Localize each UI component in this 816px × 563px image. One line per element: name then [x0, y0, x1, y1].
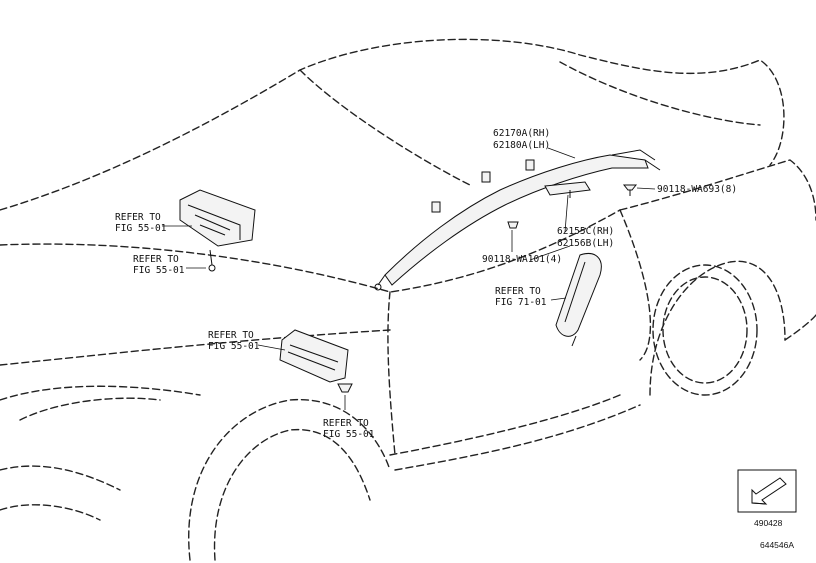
box-code: 490428 — [754, 518, 783, 528]
passenger-airbag-module — [179, 189, 256, 272]
label-bolt-upper: 90118-WA693(8) — [657, 184, 737, 195]
refer-to-dash-module: REFER TO — [115, 212, 161, 223]
side-airbag — [555, 253, 602, 347]
pillar-cover-bracket — [544, 181, 591, 198]
fig-71-01-ref: FIG 71-01 — [495, 297, 547, 308]
knee-airbag-module — [279, 329, 353, 393]
leader-lines — [162, 147, 656, 410]
car-body-outline — [0, 38, 816, 561]
label-bolt-lower: 90118-WA101(4) — [482, 254, 562, 265]
curtain-airbag — [374, 149, 661, 291]
label-airbag-rh: 62170A(RH) — [493, 128, 550, 139]
diagram-code: 644546A — [760, 540, 794, 550]
refer-to-knee-clip: REFER TO — [323, 418, 369, 429]
label-airbag-lh: 62180A(LH) — [493, 140, 550, 151]
view-direction-box — [737, 469, 797, 513]
refer-to-side-airbag: REFER TO — [495, 286, 541, 297]
bolt-lower-icon — [507, 221, 519, 229]
fig-55-01-dash-module: FIG 55-01 — [115, 223, 167, 234]
fig-55-01-knee-module: FIG 55-01 — [208, 341, 260, 352]
label-cover-rh: 62155C(RH) — [557, 226, 614, 237]
refer-to-dash-bolt: REFER TO — [133, 254, 179, 265]
refer-to-knee-module: REFER TO — [208, 330, 254, 341]
fig-55-01-dash-bolt: FIG 55-01 — [133, 265, 185, 276]
bolt-upper-icon — [622, 184, 638, 196]
label-cover-lh: 62156B(LH) — [557, 238, 614, 249]
fig-55-01-knee-clip: FIG 55-01 — [323, 429, 375, 440]
